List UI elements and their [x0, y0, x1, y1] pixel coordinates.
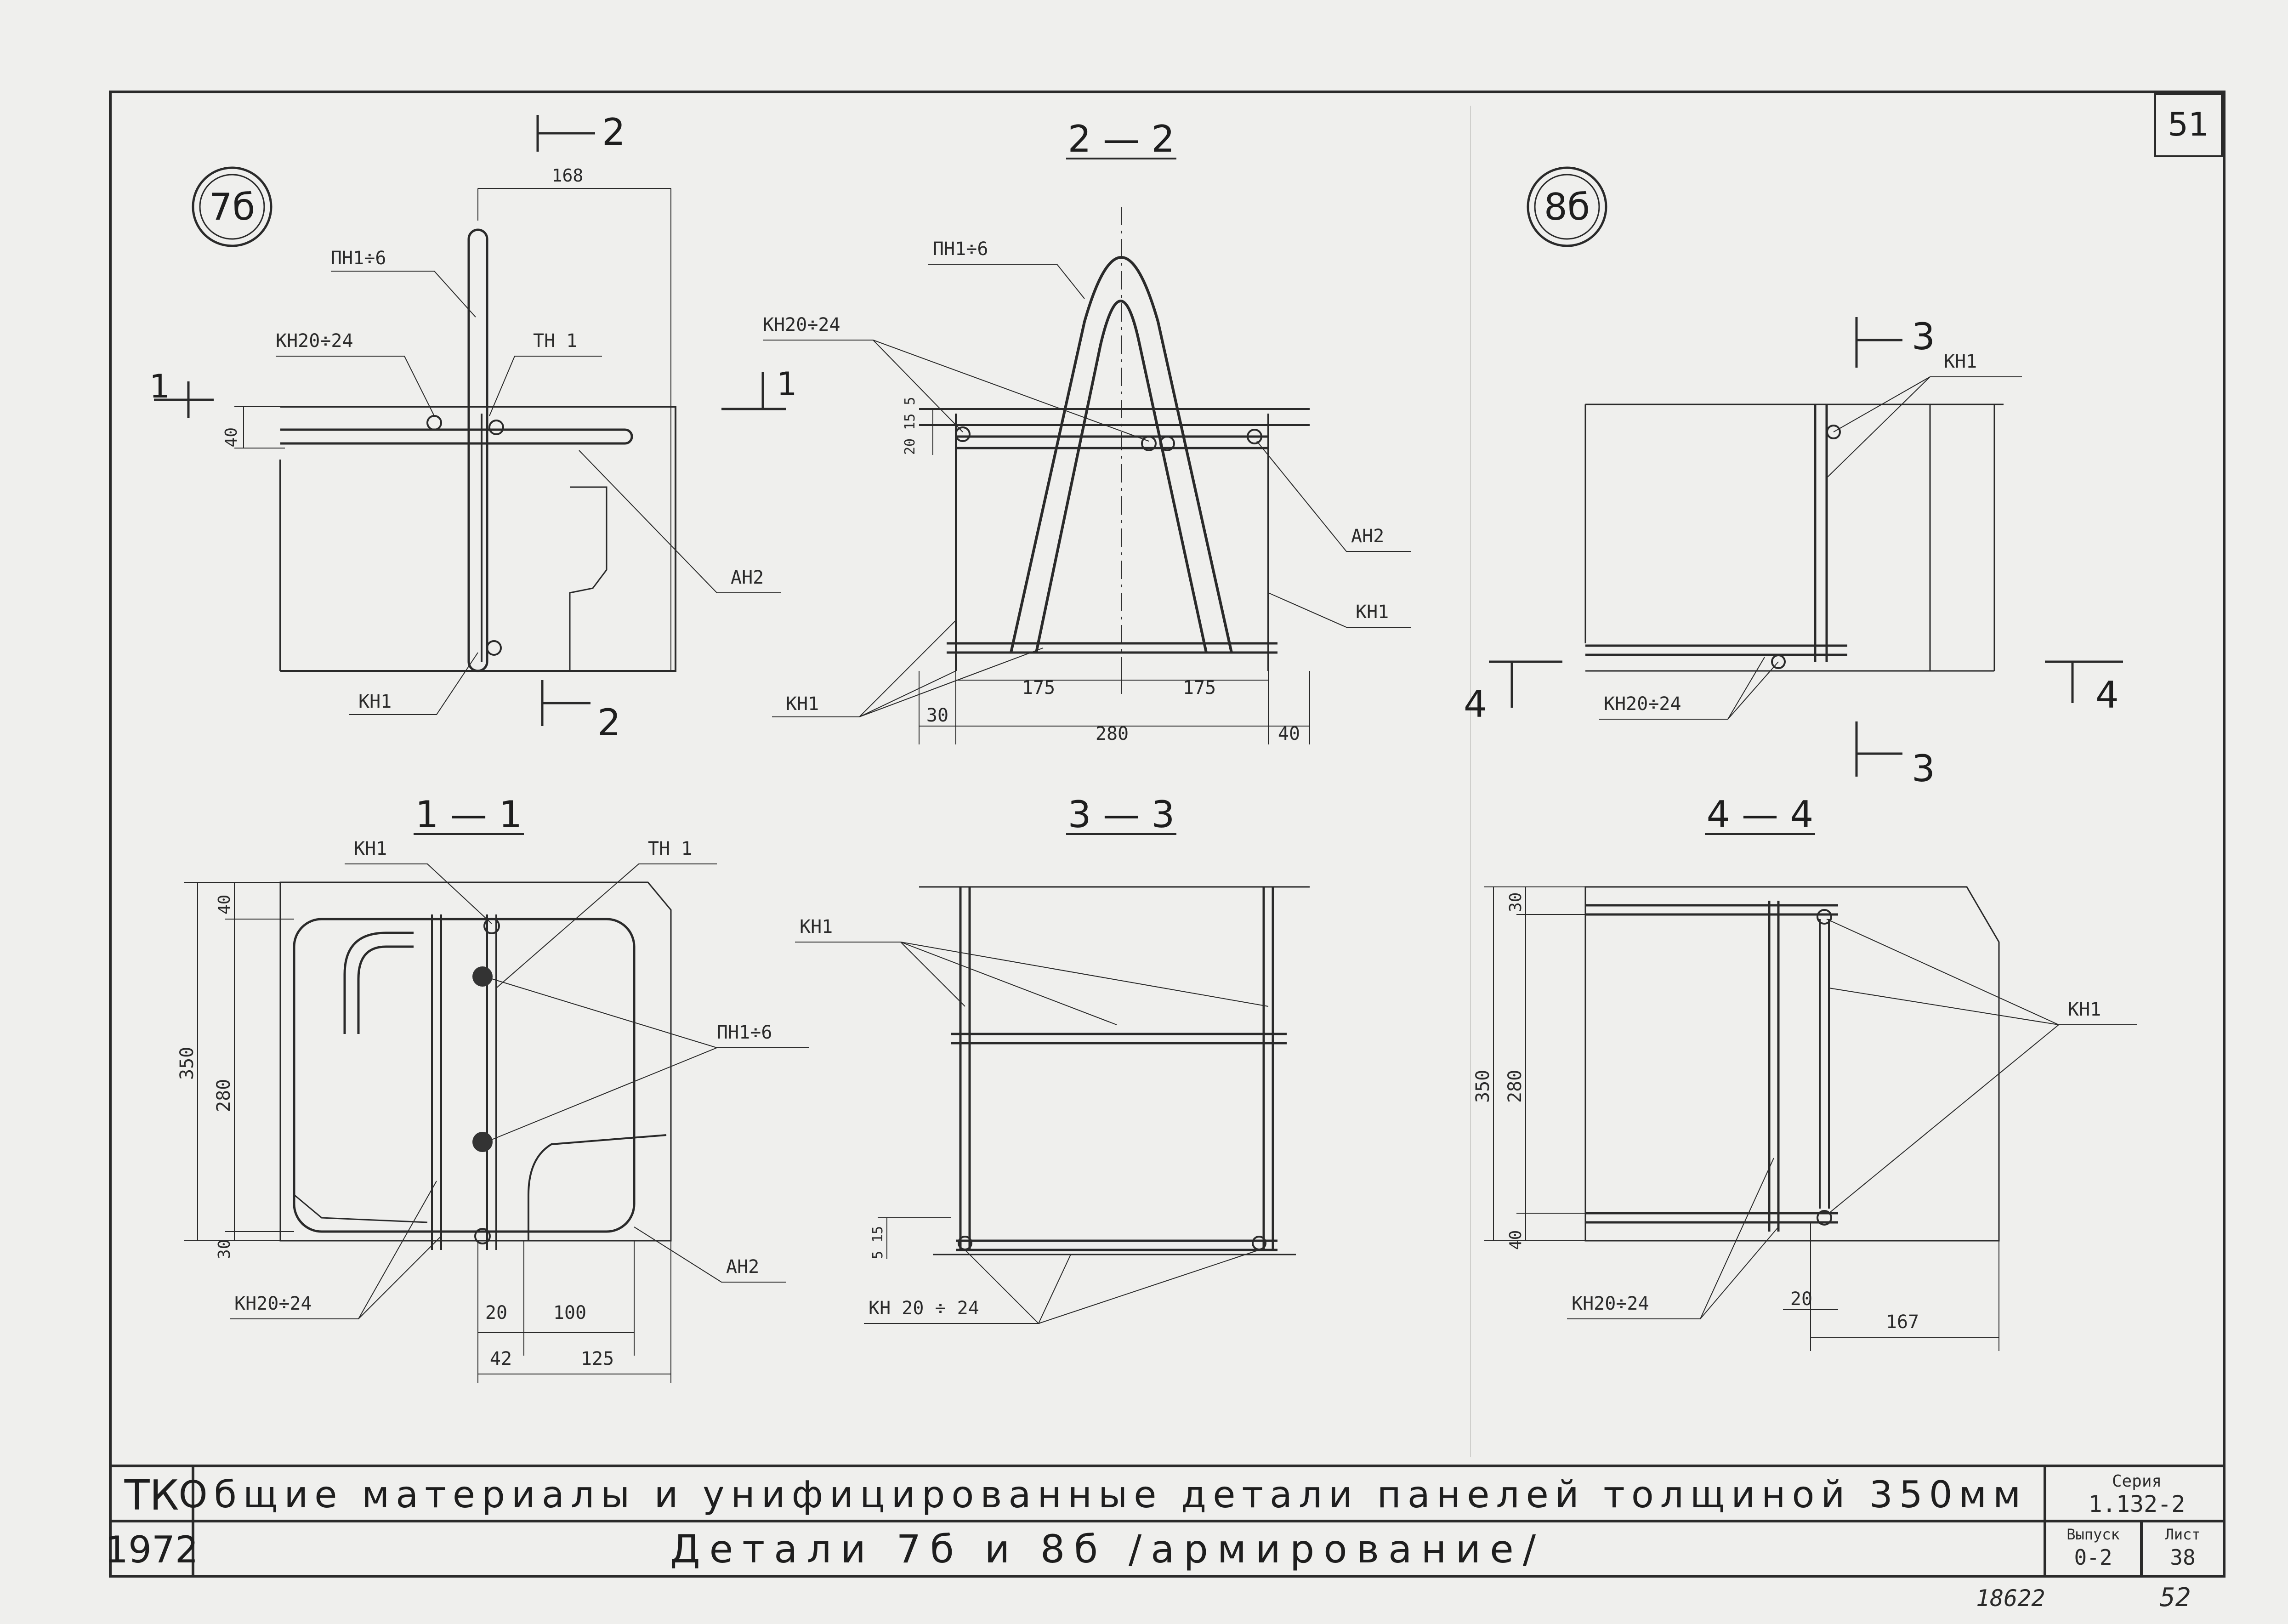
section-mark-2-top: 2 — [602, 111, 625, 153]
section-1-1: 1 — 1 350 280 40 30 20 100 42 125 КН1 ТН… — [176, 793, 809, 1383]
label-kn1-44: КН1 — [2068, 999, 2101, 1020]
label-kn1-22a: КН1 — [1356, 602, 1389, 623]
section-mark-2-bottom: 2 — [597, 701, 621, 744]
label-kn1-22b: КН1 — [786, 693, 819, 715]
svg-text:40: 40 — [222, 427, 241, 447]
svg-text:20 15 5: 20 15 5 — [902, 397, 918, 455]
label-kn1-11: КН1 — [354, 838, 387, 859]
section-3-3: 3 — 3 5 15 КН1 КН 20 ÷ 24 — [795, 793, 1310, 1324]
label-kn1-8b: КН1 — [1944, 351, 1977, 372]
svg-text:168: 168 — [552, 165, 584, 186]
svg-text:30: 30 — [926, 705, 948, 726]
svg-text:40: 40 — [215, 895, 234, 914]
title-main: Общие материалы и унифицированные детали… — [179, 1473, 2027, 1516]
label-kn2024-7b: КН20÷24 — [276, 330, 353, 352]
sheet-label: Лист — [2165, 1526, 2200, 1543]
section-title-1-1: 1 — 1 — [415, 793, 522, 836]
title-block: ТК 1972 Общие материалы и унифицированны… — [105, 1465, 2224, 1576]
issue-value: 0-2 — [2074, 1545, 2112, 1570]
svg-text:280: 280 — [1096, 723, 1129, 744]
label-an2-7b: АН2 — [731, 567, 764, 588]
section-mark-3-bottom: 3 — [1912, 747, 1935, 790]
sheet-number-box — [2154, 93, 2223, 157]
label-kn2024-11: КН20÷24 — [234, 1293, 312, 1314]
issue-label: Выпуск — [2067, 1526, 2120, 1543]
section-mark-4-right: 4 — [2095, 674, 2119, 716]
label-kn2024-33: КН 20 ÷ 24 — [869, 1298, 979, 1319]
svg-text:20: 20 — [485, 1302, 507, 1323]
title-year: 1972 — [105, 1528, 199, 1571]
svg-text:175: 175 — [1183, 677, 1216, 698]
title-subtitle: Детали 7б и 8б /армирование/ — [670, 1527, 1545, 1572]
svg-text:350: 350 — [176, 1047, 198, 1080]
title-org: ТК — [124, 1471, 179, 1520]
svg-text:280: 280 — [213, 1079, 234, 1112]
label-kn1-33: КН1 — [800, 916, 833, 937]
svg-text:30: 30 — [1506, 892, 1525, 912]
section-2-2: 2 — 2 1 20 15 5 175 175 30 280 40 ПН1÷6 … — [721, 118, 1411, 744]
section-4-4: 4 — 4 350 280 30 40 20 167 КН1 КН20÷24 — [1472, 793, 2137, 1351]
label-pn-7b: ПН1÷6 — [331, 248, 386, 269]
label-pn-22: ПН1÷6 — [933, 238, 988, 260]
svg-text:30: 30 — [215, 1239, 234, 1259]
page-number: 52 — [2160, 1583, 2191, 1613]
label-an2-11: АН2 — [726, 1256, 759, 1278]
svg-text:20: 20 — [1790, 1289, 1812, 1310]
inventory-number: 18622 — [1976, 1585, 2045, 1612]
svg-text:40: 40 — [1278, 723, 1300, 744]
label-tn1-11: ТН 1 — [648, 838, 692, 859]
section-mark-1-right: 1 — [777, 365, 797, 403]
detail-7b-elevation: 7б 2 1 168 40 ПН1÷6 КН20÷24 ТН 1 АН2 КН1 — [149, 111, 781, 744]
label-kn2024-8b: КН20÷24 — [1604, 693, 1681, 715]
svg-text:175: 175 — [1022, 677, 1055, 698]
svg-text:40: 40 — [1506, 1230, 1525, 1250]
section-mark-3-top: 3 — [1912, 315, 1935, 358]
series-label: Серия — [2112, 1472, 2162, 1491]
label-kn2024-44: КН20÷24 — [1572, 1293, 1649, 1314]
detail-8b-circle — [1527, 166, 1607, 247]
series-value: 1.132-2 — [2089, 1491, 2186, 1517]
svg-text:42: 42 — [490, 1348, 512, 1369]
svg-text:280: 280 — [1505, 1070, 1526, 1103]
detail-7b-circle — [192, 166, 273, 247]
svg-text:167: 167 — [1886, 1312, 1919, 1333]
sheet-value: 38 — [2170, 1545, 2195, 1570]
sheet-number: 51 — [2168, 106, 2209, 143]
section-title-2-2: 2 — 2 — [1068, 118, 1175, 160]
label-kn1-7b: КН1 — [358, 691, 392, 712]
label-tn1-7b: ТН 1 — [533, 330, 577, 352]
section-title-3-3: 3 — 3 — [1068, 793, 1175, 836]
label-an2-22: АН2 — [1351, 526, 1384, 547]
detail-8b-label: 8б — [1544, 186, 1590, 228]
section-mark-1-left: 1 — [149, 368, 170, 405]
detail-7b-label: 7б — [209, 186, 255, 228]
svg-text:125: 125 — [581, 1348, 614, 1369]
svg-text:100: 100 — [553, 1302, 586, 1323]
svg-text:5 15: 5 15 — [870, 1226, 886, 1259]
section-mark-4-left: 4 — [1464, 683, 1487, 726]
sheet-frame — [109, 91, 2226, 1578]
label-kn2024-22: КН20÷24 — [763, 314, 840, 335]
svg-text:350: 350 — [1472, 1070, 1493, 1103]
section-title-4-4: 4 — 4 — [1707, 793, 1814, 836]
detail-8b-elevation: 8б 3 КН1 КН20÷24 4 4 3 — [1464, 166, 2123, 790]
label-pn-11: ПН1÷6 — [717, 1022, 772, 1043]
